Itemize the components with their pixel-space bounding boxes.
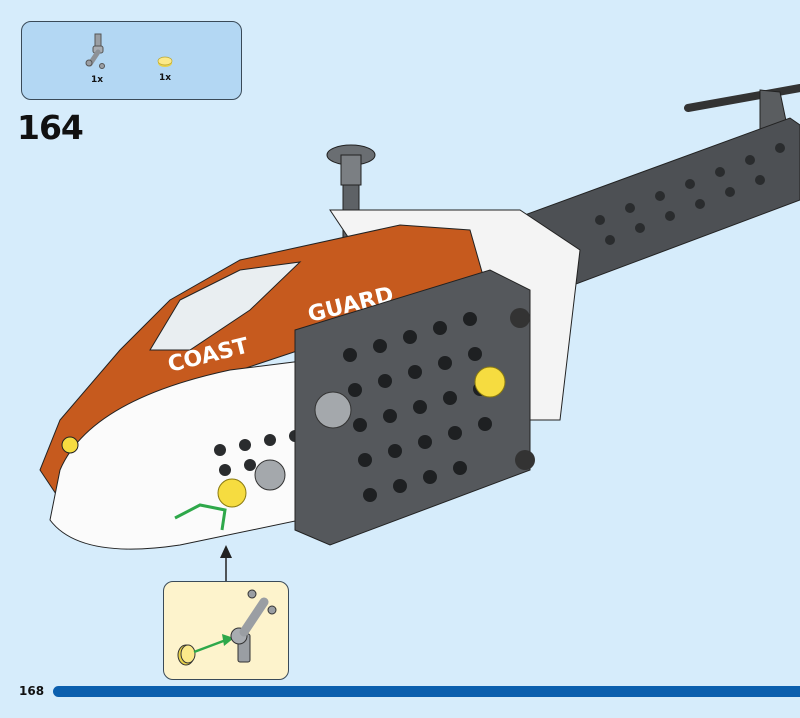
sub-assembly-illustration (177, 589, 277, 666)
parts-item-round-tile: 1x (155, 52, 175, 83)
parts-list-box: 1x 1x (21, 21, 242, 100)
landing-wheel (515, 450, 535, 470)
bar-holder-icon (85, 33, 105, 69)
round-tile-icon (157, 56, 173, 67)
sub-assembly-callout (163, 581, 289, 680)
page-number: 168 (19, 684, 45, 698)
tail-boom-studs (595, 143, 785, 245)
callout-arrowhead (220, 545, 232, 558)
cockpit-window (149, 261, 302, 351)
parts-item-bar-holder: 1x (82, 32, 112, 85)
green-arrow (193, 638, 227, 654)
highlighted-new-part (174, 503, 227, 531)
panel-studs (343, 312, 492, 502)
part-qty: 1x (90, 75, 104, 85)
page-progress-bar (53, 686, 800, 697)
tail-rotor-blade (684, 84, 800, 112)
side-panel-gray (294, 269, 531, 546)
headlight (217, 478, 247, 508)
step-number: 164 (17, 108, 84, 147)
part-qty: 1x (158, 73, 172, 83)
